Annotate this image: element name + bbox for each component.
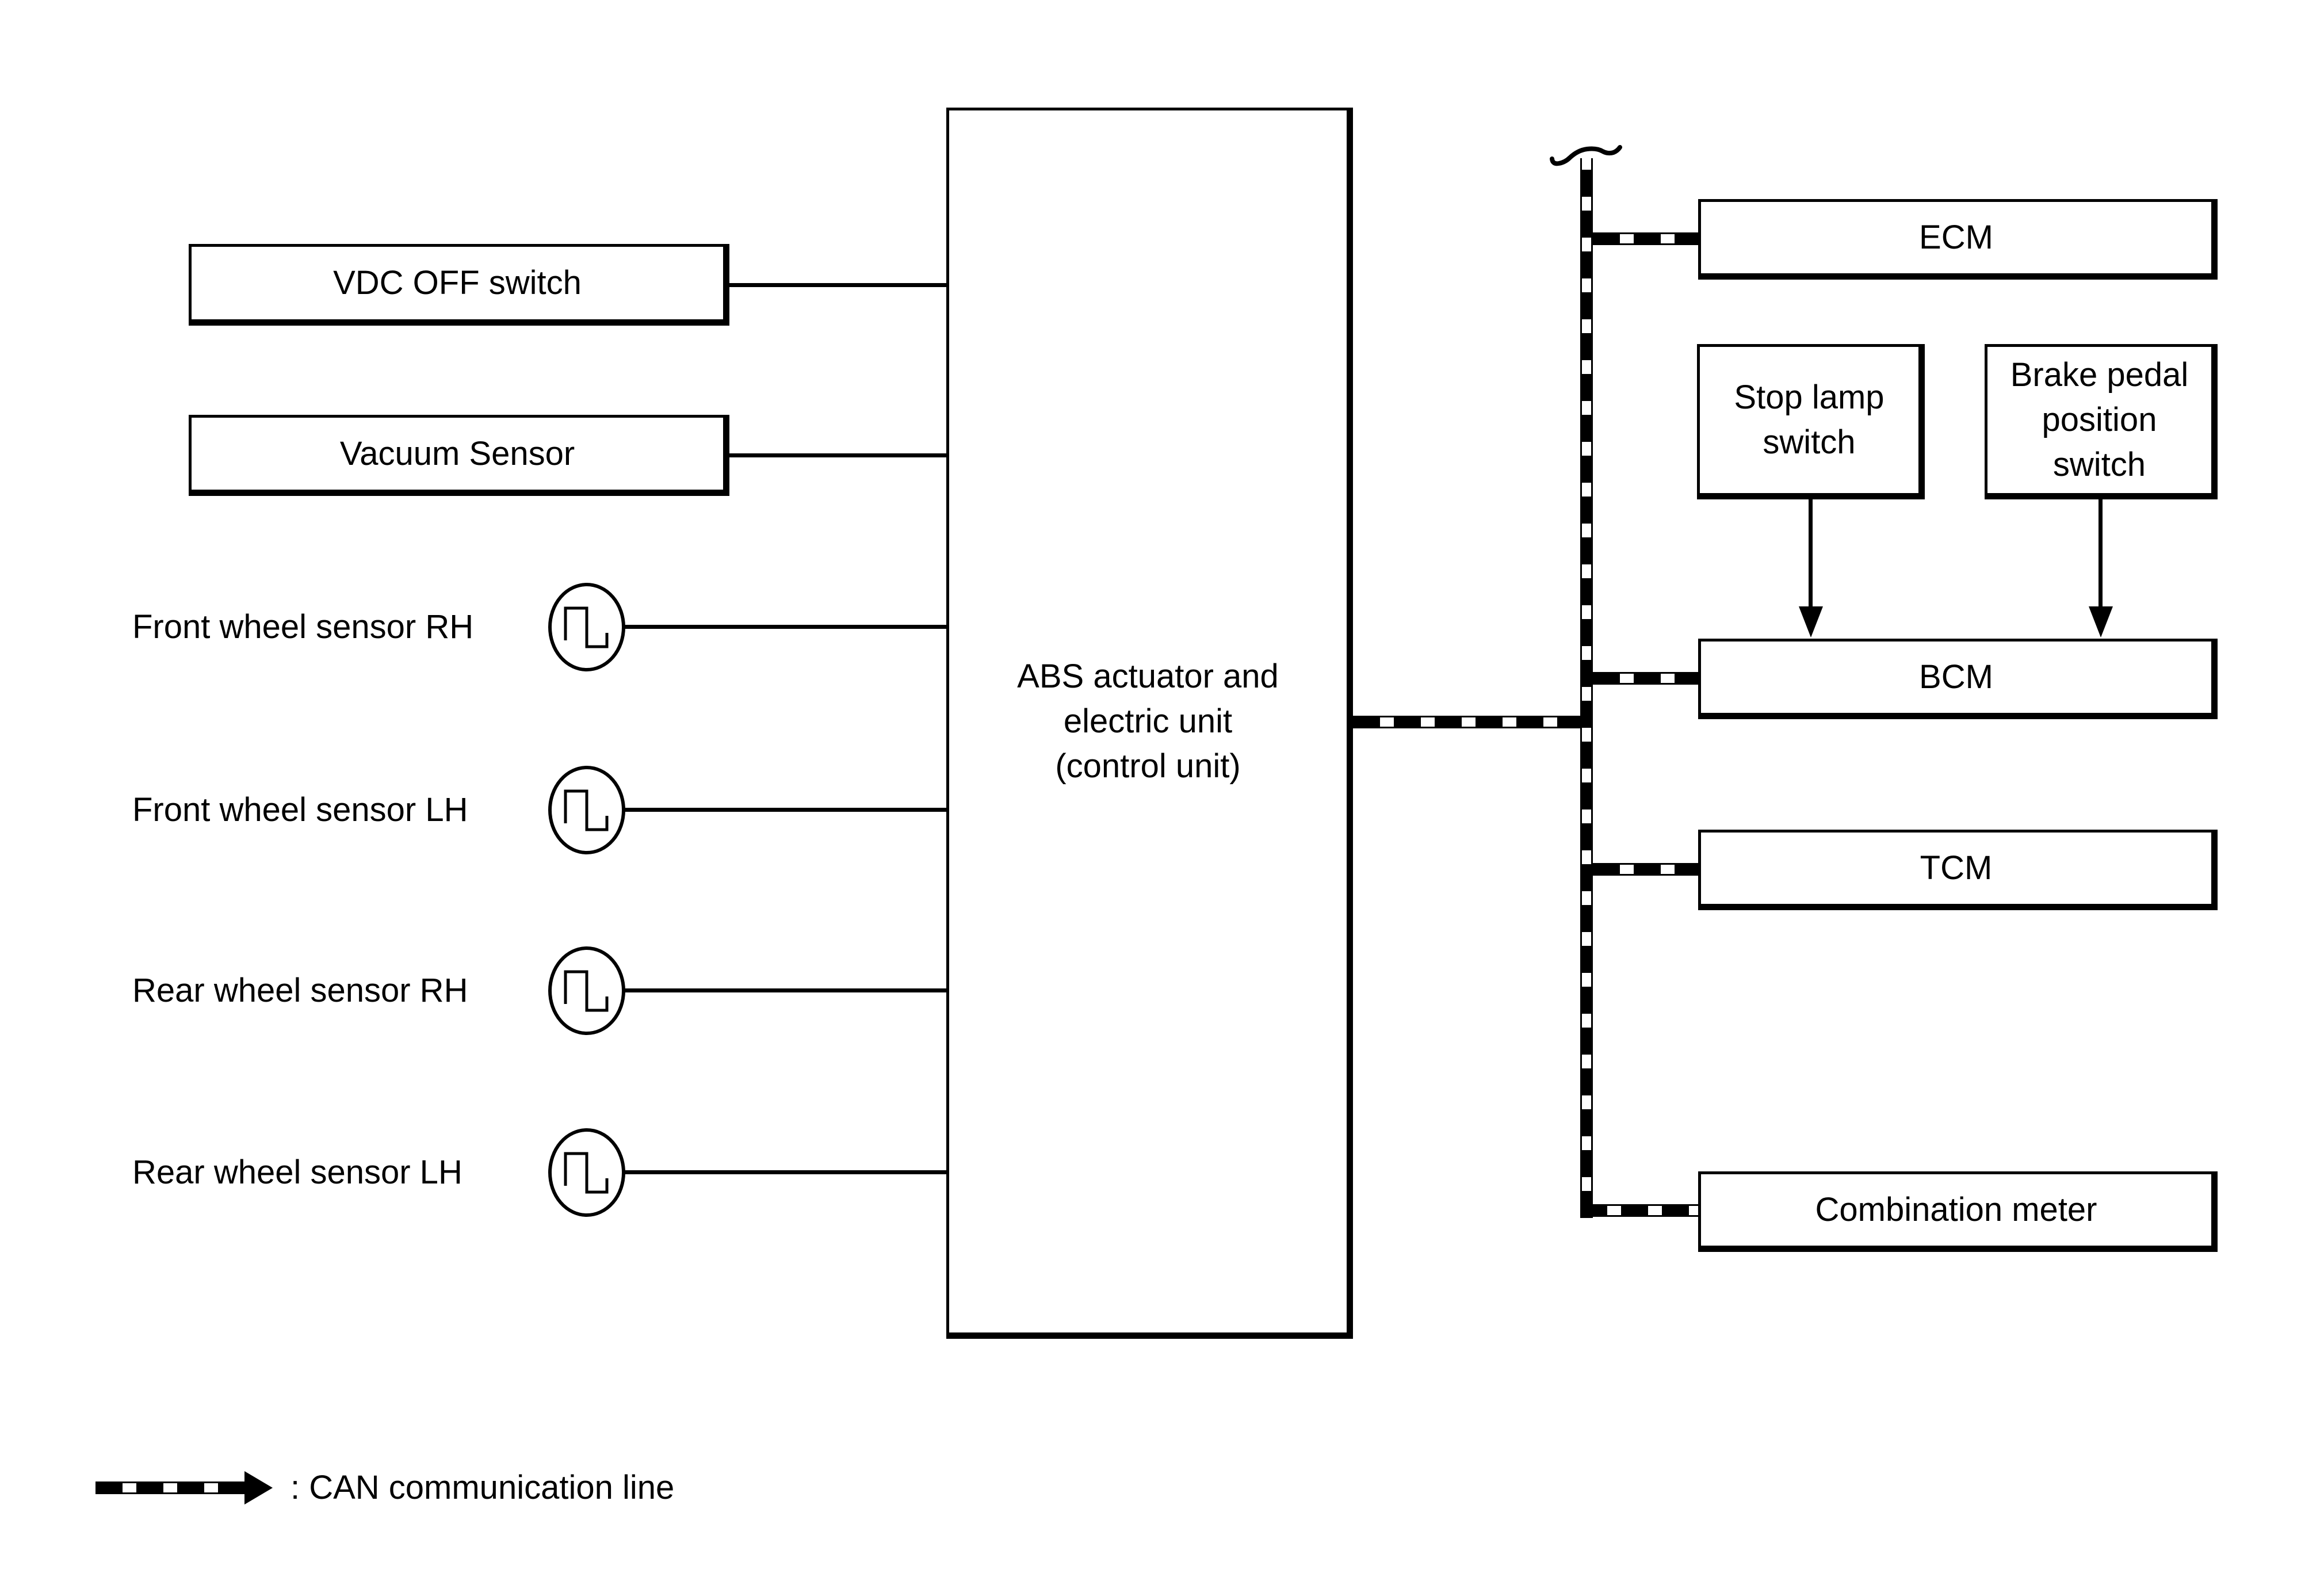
rear-wheel-sensor-lh-label: Rear wheel sensor LH (132, 1154, 462, 1191)
can-line-to-tcm (1593, 863, 1698, 876)
bcm-label: BCM (1919, 658, 1993, 696)
pulse-signal-icon (548, 583, 625, 671)
brake-pedal-to-bcm-wire (2099, 499, 2103, 610)
abs-unit-label-line2: electric unit (1063, 702, 1233, 740)
stop-lamp-switch-box: Stop lamp switch (1697, 344, 1925, 499)
abs-unit-label-line3: (control unit) (1055, 747, 1241, 785)
pulse-signal-icon (548, 766, 625, 854)
brake-pedal-position-switch-box: Brake pedal position switch (1985, 344, 2218, 499)
rear-rh-to-abs-wire (622, 988, 946, 992)
rear-lh-to-abs-wire (622, 1170, 946, 1174)
stop-lamp-switch-label-line1: Stop lamp (1734, 379, 1885, 416)
front-lh-to-abs-wire (622, 808, 946, 812)
vdc-off-switch-box: VDC OFF switch (189, 244, 729, 326)
stop-lamp-switch-label-line2: switch (1763, 423, 1856, 461)
stop-lamp-arrowhead-icon (1799, 606, 1823, 637)
combination-meter-box: Combination meter (1698, 1171, 2218, 1252)
ecm-box: ECM (1698, 199, 2218, 280)
brake-pedal-arrowhead-icon (2089, 606, 2113, 637)
abs-actuator-unit-box: ABS actuator and electric unit (control … (946, 108, 1353, 1339)
pulse-signal-icon (548, 946, 625, 1035)
vdc-off-switch-label: VDC OFF switch (333, 264, 582, 301)
rear-wheel-sensor-rh-label: Rear wheel sensor RH (132, 972, 468, 1009)
can-bus-trunk (1580, 158, 1593, 1218)
front-rh-to-abs-wire (622, 625, 946, 629)
ecm-label: ECM (1919, 219, 1993, 256)
stop-lamp-to-bcm-wire (1809, 499, 1813, 610)
vacuum-to-abs-wire (727, 453, 949, 457)
front-wheel-sensor-lh-label: Front wheel sensor LH (132, 791, 468, 828)
brake-pedal-switch-label-line2: position (2042, 401, 2157, 438)
brake-pedal-switch-label-line1: Brake pedal (2010, 356, 2189, 394)
vacuum-sensor-box: Vacuum Sensor (189, 415, 729, 496)
can-line-to-bcm (1593, 672, 1698, 685)
combination-meter-label: Combination meter (1815, 1191, 2097, 1228)
vdc-to-abs-wire (727, 283, 949, 287)
bcm-box: BCM (1698, 639, 2218, 719)
legend-arrowhead-icon (244, 1471, 273, 1505)
can-line-abs-to-bus (1353, 716, 1580, 728)
tcm-label: TCM (1920, 849, 1993, 887)
brake-pedal-switch-label-line3: switch (2052, 446, 2146, 483)
front-wheel-sensor-rh-label: Front wheel sensor RH (132, 608, 474, 646)
pulse-signal-icon (548, 1128, 625, 1217)
legend-label: : CAN communication line (290, 1469, 675, 1506)
abs-unit-label-line1: ABS actuator and (1017, 658, 1279, 695)
tcm-box: TCM (1698, 830, 2218, 910)
vacuum-sensor-label: Vacuum Sensor (339, 434, 575, 472)
can-bus-terminator-squiggle-icon (1550, 145, 1622, 166)
can-line-to-combination-meter (1580, 1204, 1698, 1217)
can-line-to-ecm (1593, 232, 1698, 245)
legend-can-line-sample (95, 1481, 244, 1494)
